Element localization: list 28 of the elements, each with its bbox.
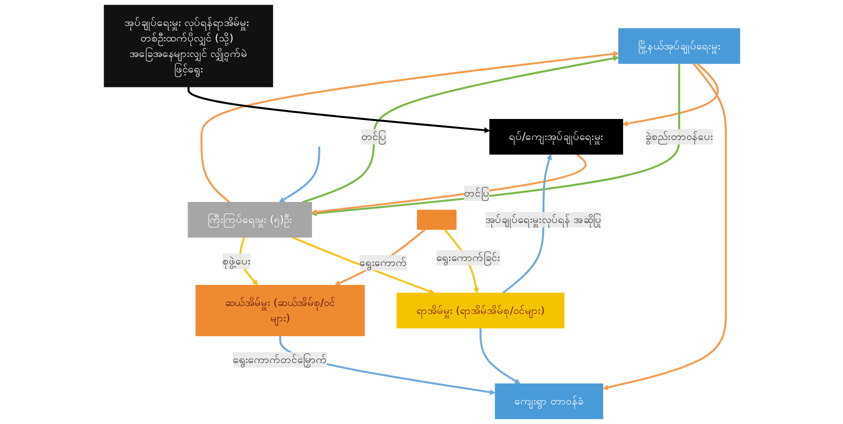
edge-label: ရွေးကောက် bbox=[359, 256, 407, 269]
arrow bbox=[479, 328, 520, 384]
edge-label: ရွေးကောက်တင်မြှောက် bbox=[232, 353, 327, 366]
arrow bbox=[310, 64, 680, 216]
arrow bbox=[278, 146, 320, 203]
node-box bbox=[416, 210, 456, 230]
edge-label: ရွေးကောက်ခြင်း bbox=[436, 251, 500, 264]
arrow bbox=[622, 62, 718, 126]
edge-label: ခွဲစည်းတာဝန်ပေး bbox=[644, 130, 712, 143]
edge-label: တင်ပြ bbox=[360, 130, 386, 143]
arrow bbox=[334, 228, 426, 286]
node-box: ရပ်/ကျေးအုပ်ချုပ်ရေးမှူး bbox=[488, 118, 623, 155]
arrow bbox=[200, 51, 618, 203]
edge-label: တင်ပြ bbox=[464, 186, 489, 200]
arrow bbox=[187, 86, 490, 134]
node-box: ရာအိမ်မှူး (ရာအိမ်အိမ်စု/ဝင်များ) bbox=[396, 292, 564, 328]
node-box: ဆယ်အိမ်မှူး (ဆယ်အိမ်စု/ဝင်များ) bbox=[195, 284, 364, 336]
arrow bbox=[502, 154, 552, 294]
arrow bbox=[310, 154, 586, 215]
edge-label: အုပ်ချုပ်ရေးမှူးလုပ်ရန် အဆိုပြု bbox=[484, 213, 601, 226]
node-box: မြို့နယ်အုပ်ချုပ်ရေးမှူး bbox=[618, 28, 740, 64]
node-box: ကျေးရွာ တာဝန်ခံ bbox=[494, 383, 603, 420]
arrow bbox=[602, 62, 726, 390]
arrow bbox=[291, 236, 434, 294]
arrow bbox=[301, 56, 618, 204]
node-box: ကြီးကြပ်ရေးမှူး (၅)ဦး bbox=[187, 202, 312, 238]
edge-label: စုဖွဲ့ပေး bbox=[222, 254, 250, 268]
node-box: အုပ်ချုပ်ရေးမှူး လုပ်ရန်ရာအိမ်မှူး တစ်ဦးထက်ပိုလျှင် (သို့) အခြေအနေများလျှင် လျှို့ဝှက်မဲဖြင့်ရွေး bbox=[103, 4, 273, 88]
